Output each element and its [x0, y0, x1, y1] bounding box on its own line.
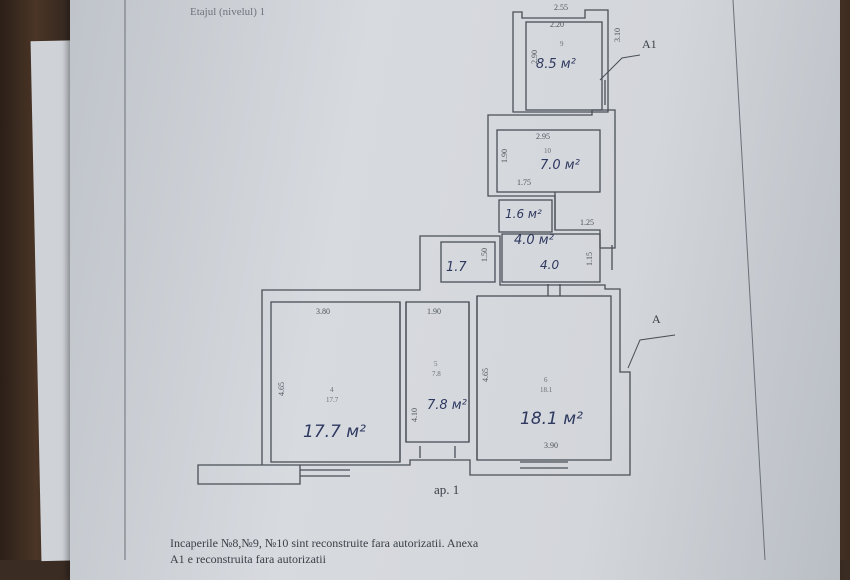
footer-note-line-1: Incaperile №8,№9, №10 sint reconstruite …	[170, 536, 479, 550]
floor-plan-drawing	[124, 0, 766, 560]
dim-room7-inner: 1.75	[517, 178, 531, 187]
walls	[197, 9, 631, 485]
room-5-area: 4.0 м²	[514, 233, 554, 248]
marker-a1: A1	[642, 37, 657, 51]
room-8-number: 9	[560, 40, 564, 48]
marker-a1-leader	[599, 54, 641, 81]
dim-top: 2.55	[554, 3, 568, 12]
marker-a-leader	[627, 334, 676, 369]
room-3-area: 18.1 м²	[520, 409, 583, 429]
dim-room2-height: 4.10	[410, 408, 419, 422]
room-2-printed-area: 7.8	[432, 370, 441, 378]
dim-room7-width: 2.95	[536, 132, 550, 141]
dim-room3-height: 4.65	[481, 368, 490, 382]
room-3-number: 6	[544, 376, 548, 384]
room-4-area: 1.7	[446, 260, 467, 275]
dim-room8-width: 2.20	[550, 20, 564, 29]
dim-room8-side: 3.10	[613, 28, 622, 42]
dim-room3-width: 3.90	[544, 441, 558, 450]
room-1-area: 17.7 м²	[303, 422, 366, 442]
room-3-printed-area: 18.1	[540, 386, 553, 394]
room-2-number: 5	[434, 360, 438, 368]
dim-room1-height: 4.65	[277, 382, 286, 396]
right-margin-line	[732, 0, 766, 560]
dim-room4-height: 1.50	[480, 248, 489, 262]
room-7-outline	[496, 129, 601, 193]
room-2-area: 7.8 м²	[427, 398, 467, 413]
plan-name: ap. 1	[434, 482, 460, 497]
dim-room5-side: 1.15	[585, 252, 594, 266]
dim-room1-width: 3.80	[316, 307, 330, 316]
outer-wall-lower	[197, 235, 631, 485]
room-7-area: 7.0 м²	[540, 158, 580, 173]
room-6-outline	[498, 199, 553, 233]
room-4-outline	[440, 241, 496, 283]
room-8-outer	[512, 9, 609, 113]
dim-room7-side: 1.25	[580, 218, 594, 227]
room-1-number: 4	[330, 386, 334, 394]
room-8-outline	[525, 21, 603, 111]
floor-header: Etajul (nivelul) 1	[190, 6, 266, 18]
dim-room2-width: 1.90	[427, 307, 441, 316]
room-5-outline	[501, 233, 601, 283]
marker-a: A	[652, 312, 661, 326]
dim-room7-height: 1.90	[500, 149, 509, 163]
room-5-area-print: 4.0	[540, 258, 560, 272]
room-8-area: 8.5 м²	[536, 57, 576, 72]
room-7-number: 10	[544, 147, 551, 155]
room-6-area: 1.6 м²	[505, 207, 542, 221]
room-1-printed-area: 17.7	[326, 396, 339, 404]
